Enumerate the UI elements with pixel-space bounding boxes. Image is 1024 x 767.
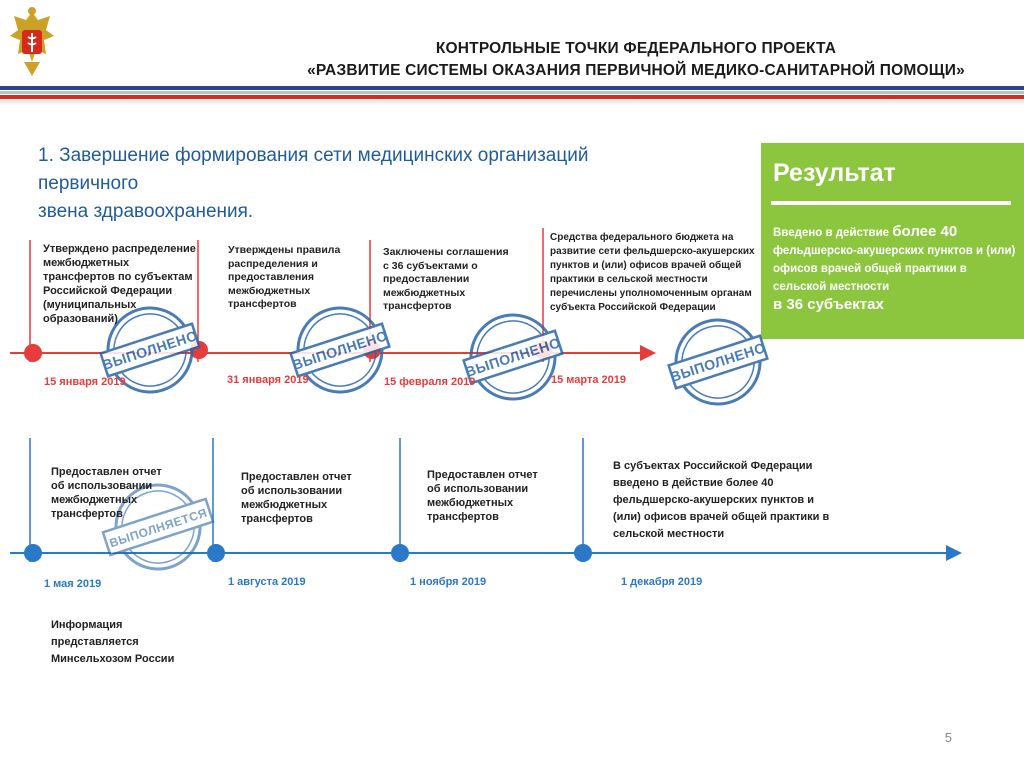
timeline-bottom-dot-1 [24,544,42,562]
bottom-milestone-3-text: Предоставлен отчет об использовании межб… [427,469,538,523]
emblem-logo [6,6,58,80]
top-milestone-2-text: Утверждены правила распределения и предо… [228,244,341,310]
ministry-note: Информация представляется Минсельхозом Р… [51,619,175,665]
bottom-date-3: 1 ноября 2019 [410,576,487,588]
bottom-date-1: 1 мая 2019 [44,578,102,590]
top-milestone-3-text: Заключены соглашения с 36 субъектами о п… [383,246,509,312]
result-intro: Введено в действие [773,227,890,239]
result-text: фельдшерско-акушерских пунктов и (или) о… [773,245,1016,293]
header-title-line2: «РАЗВИТИЕ СИСТЕМЫ ОКАЗАНИЯ ПЕРВИЧНОЙ МЕД… [307,62,965,79]
top-milestone-1-text: Утверждено распределение межбюджетных тр… [43,243,196,325]
page-number: 5 [944,730,952,745]
top-milestone-4-text: Средства федерального бюджета на развити… [550,232,755,313]
timeline-top-dot-1 [24,344,42,362]
result-box: Результат Введено в действие более 40 фе… [761,143,1024,339]
result-tail: в 36 субъектах [773,296,884,313]
header-title-line1: КОНТРОЛЬНЫЕ ТОЧКИ ФЕДЕРАЛЬНОГО ПРОЕКТА [435,40,837,57]
timeline-bottom-dot-4 [574,544,592,562]
bottom-date-4: 1 декабря 2019 [621,576,703,588]
result-divider [771,201,1011,205]
header-stripe-silver [0,91,1024,94]
section-title-line2: звена здравоохранения. [38,201,254,222]
header-stripe-blue [0,86,1024,90]
header-stripe-red [0,95,1024,99]
result-heading: Результат [773,159,896,187]
stamp-done-4: ВЫПОЛНЕНО [667,318,769,406]
top-date-1: 15 января 2019 [44,376,126,388]
bottom-milestone-4-text: В субъектах Российской Федерации введено… [613,460,830,540]
timeline-bottom-dot-2 [207,544,225,562]
section-title-line1: 1. Завершение формирования сети медицинс… [38,145,589,194]
result-body: Введено в действие более 40 фельдшерско-… [773,223,1018,315]
result-highlight: более 40 [892,223,958,240]
top-date-4: 15 марта 2019 [551,374,627,386]
top-date-3: 15 февраля 2019 [384,376,476,388]
top-date-2: 31 января 2019 [227,374,309,386]
stamp-done-3: ВЫПОЛНЕНО [462,313,564,401]
section-title: 1. Завершение формирования сети медицинс… [38,142,658,226]
bottom-date-2: 1 августа 2019 [228,576,306,588]
header-stripe-shadow [0,100,1024,106]
bottom-milestone-1-text: Предоставлен отчет об использовании межб… [51,466,162,520]
timeline-bottom-dot-3 [391,544,409,562]
bottom-milestone-2-text: Предоставлен отчет об использовании межб… [241,471,352,525]
